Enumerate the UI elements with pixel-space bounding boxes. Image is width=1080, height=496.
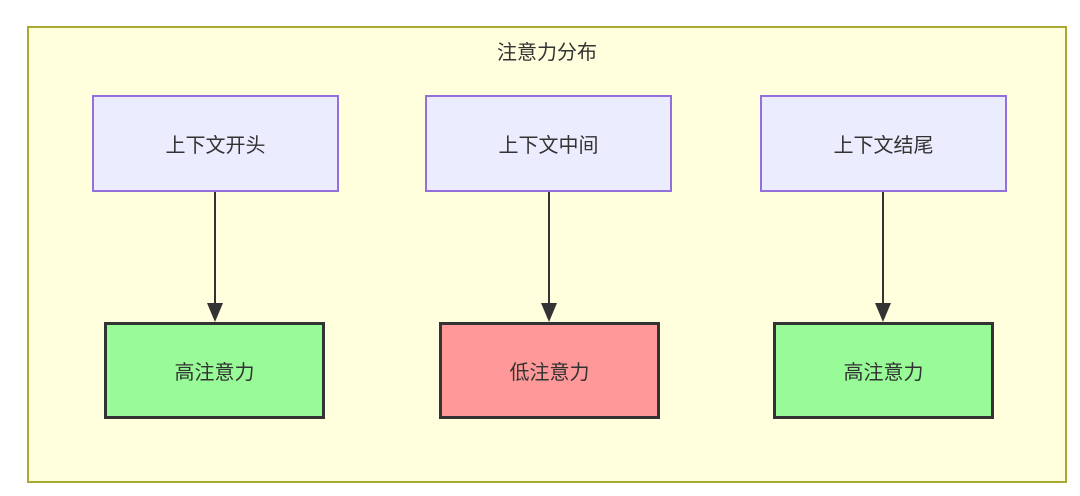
node-high-attention-right: 高注意力 xyxy=(773,322,994,419)
arrow-down-icon xyxy=(875,192,891,322)
node-context-start: 上下文开头 xyxy=(92,95,339,192)
node-context-middle: 上下文中间 xyxy=(425,95,672,192)
attention-distribution-group: 注意力分布 上下文开头 上下文中间 上下文结尾 高注意力 低注意力 高注意力 xyxy=(27,26,1067,483)
node-context-end: 上下文结尾 xyxy=(760,95,1007,192)
node-low-attention-middle: 低注意力 xyxy=(439,322,660,419)
arrow-down-icon xyxy=(541,192,557,322)
node-high-attention-left: 高注意力 xyxy=(104,322,325,419)
arrow-down-icon xyxy=(207,192,223,322)
diagram-title: 注意力分布 xyxy=(497,42,597,64)
